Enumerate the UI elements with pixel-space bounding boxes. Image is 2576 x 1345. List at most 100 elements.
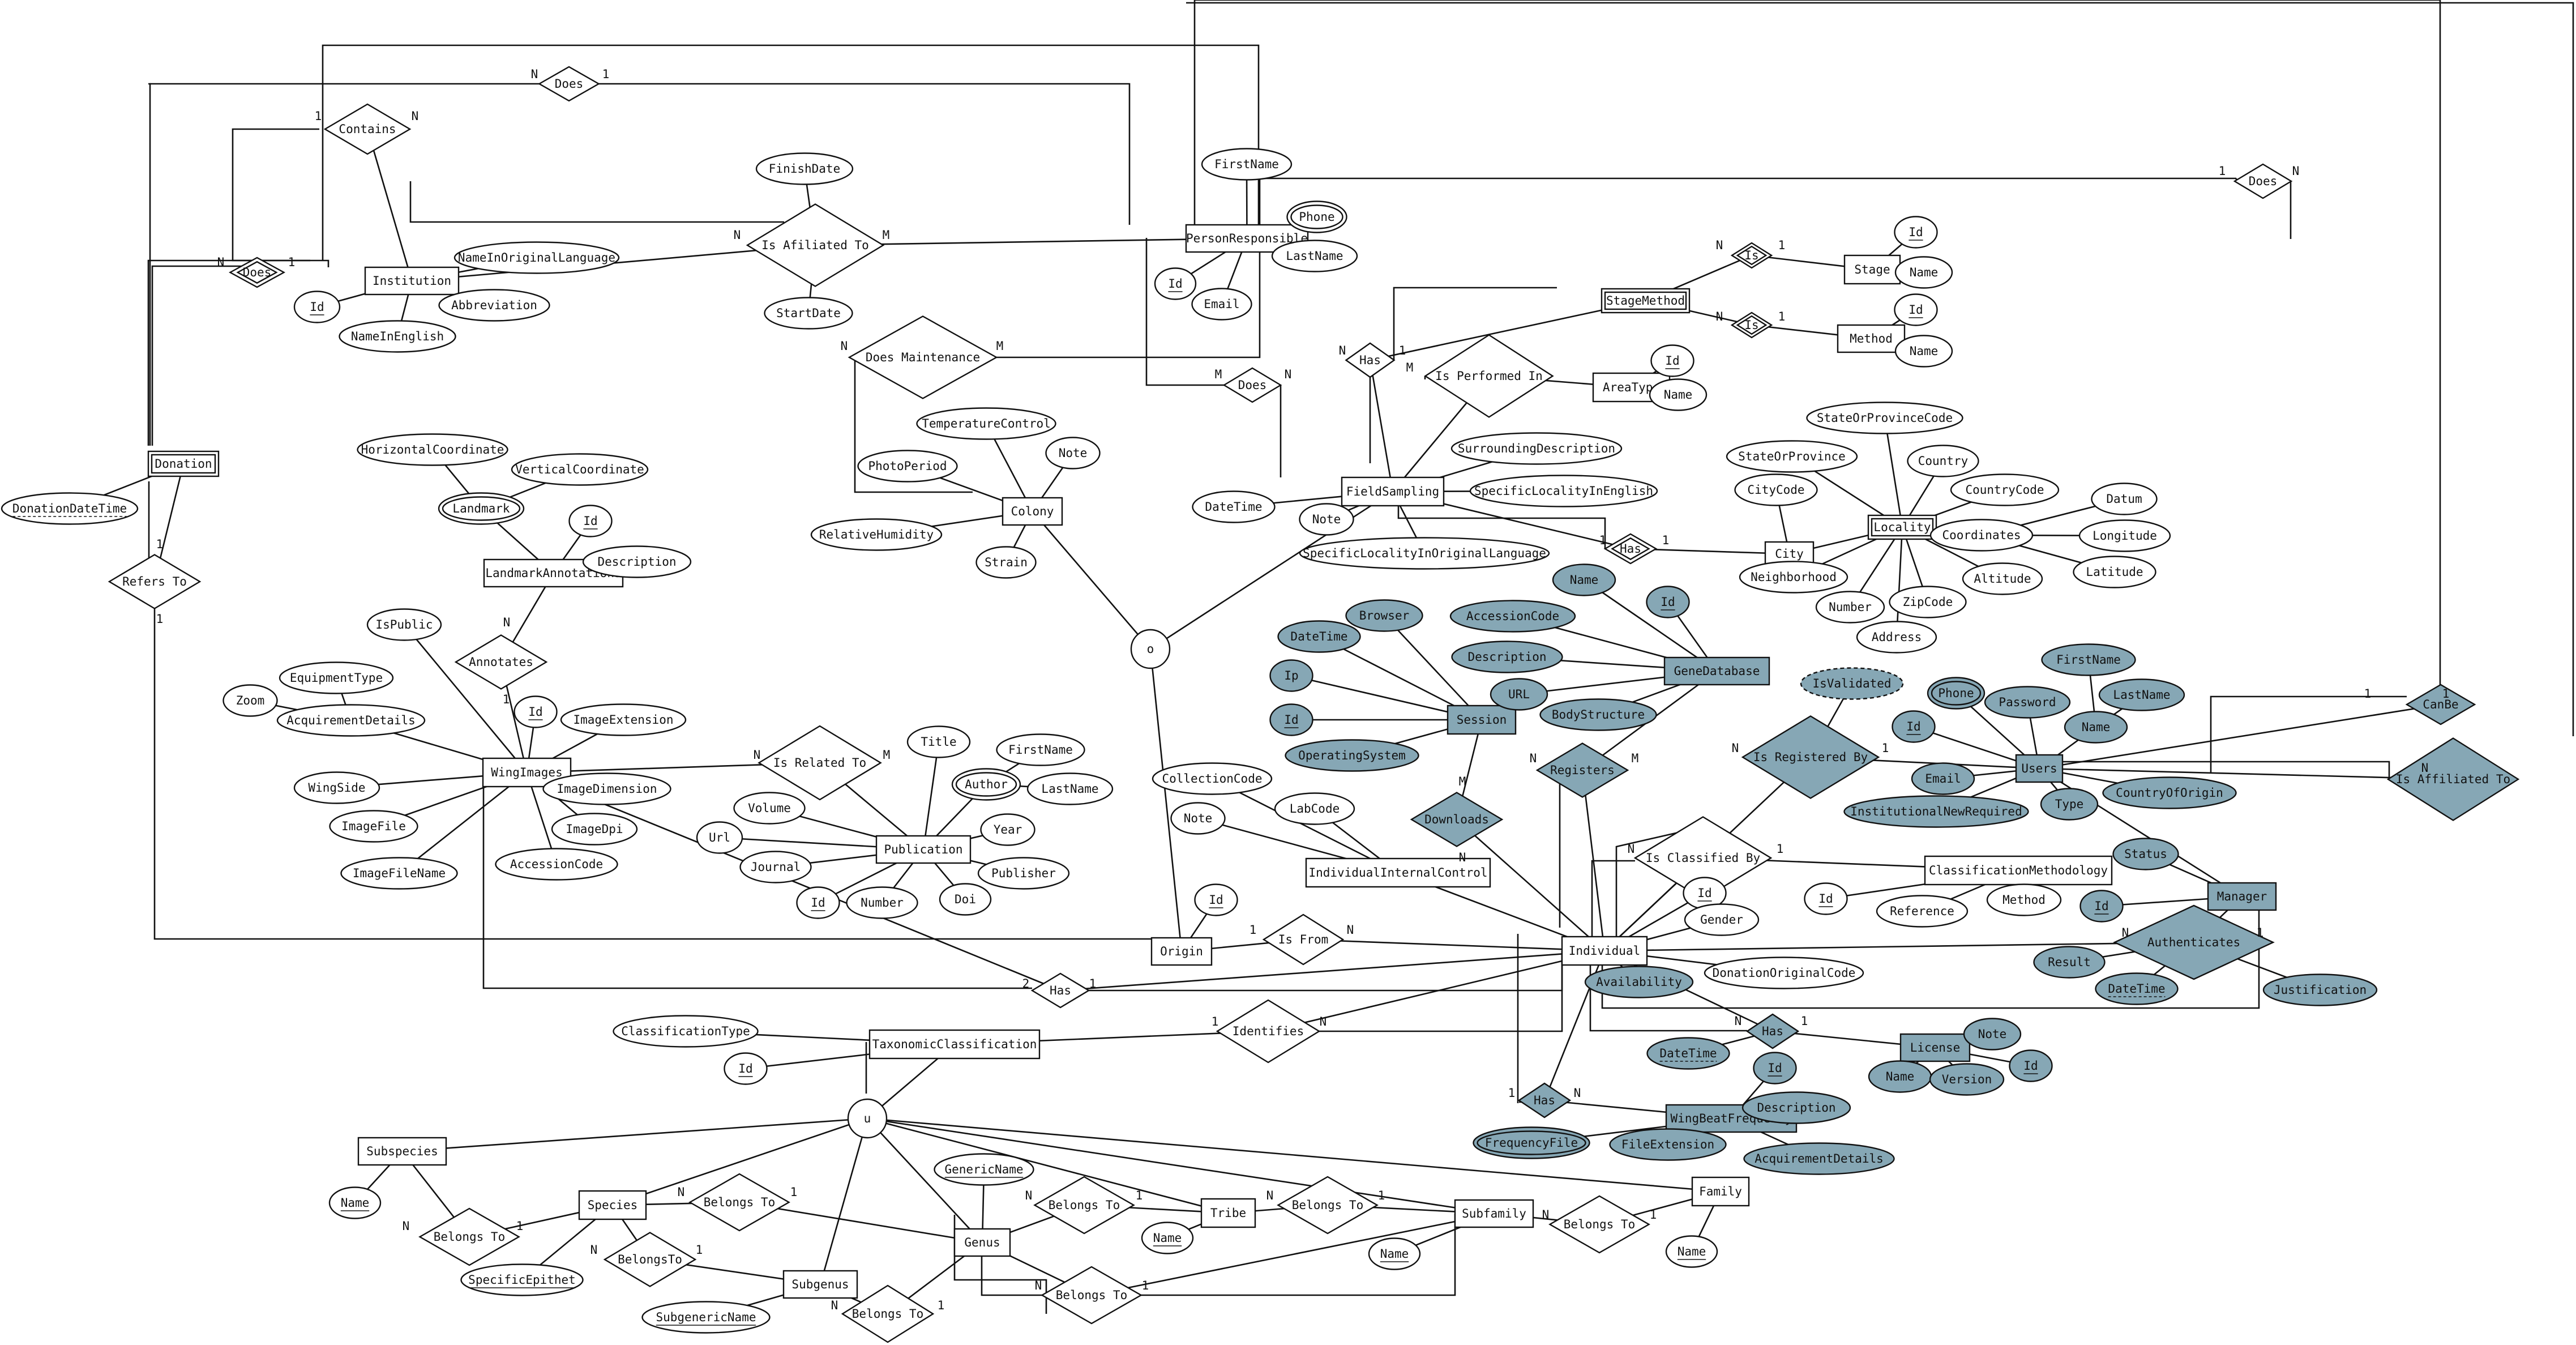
attribute-result[interactable]: Result [2033,946,2106,979]
attribute-number[interactable]: Number [1815,591,1885,624]
attribute-id[interactable]: Id [1894,293,1938,326]
attribute-wingside[interactable]: WingSide [293,771,380,804]
attribute-title[interactable]: Title [906,725,971,758]
attribute-id[interactable]: Id [1269,703,1313,736]
relationship-belongs-to[interactable]: Belongs To [418,1207,520,1266]
attribute-zoom[interactable]: Zoom [222,684,278,717]
relationship-has[interactable]: Has [1517,1082,1572,1118]
attribute-stateorprovincecode[interactable]: StateOrProvinceCode [1806,402,1963,434]
attribute-name[interactable]: Name [1894,256,1953,289]
attribute-id[interactable]: Id [568,505,613,537]
attribute-datetime[interactable]: DateTime [1192,490,1276,523]
attribute-firstname[interactable]: FirstName [1201,148,1293,181]
attribute-citycode[interactable]: CityCode [1734,473,1818,506]
relationship-is-affiliated-to[interactable]: Is Affiliated To [2386,737,2520,821]
relationship-belongs-to[interactable]: Belongs To [841,1284,935,1343]
attribute-labcode[interactable]: LabCode [1274,792,1355,825]
attribute-subgenericname[interactable]: SubgenericName [641,1301,771,1334]
relationship-contains[interactable]: Contains [323,103,412,155]
attribute-id[interactable]: Id [1154,267,1197,300]
attribute-countrycode[interactable]: CountryCode [1950,473,2060,506]
attribute-ip[interactable]: Ip [1269,659,1313,692]
attribute-note[interactable]: Note [1170,802,1226,835]
relationship-does[interactable]: Does [229,257,285,288]
attribute-name[interactable]: Name [328,1186,382,1219]
entity-tribe[interactable]: Tribe [1200,1198,1256,1228]
attribute-type[interactable]: Type [2040,788,2099,821]
attribute-journal[interactable]: Journal [739,851,812,883]
entity-stage[interactable]: Stage [1843,254,1901,285]
attribute-url[interactable]: URL [1490,678,1548,711]
relationship-is-performed-in[interactable]: Is Performed In [1424,334,1554,418]
attribute-id[interactable]: Id [724,1052,768,1085]
entity-manager[interactable]: Manager [2207,882,2277,911]
attribute-note[interactable]: Note [1045,437,1101,469]
attribute-ispublic[interactable]: IsPublic [366,608,442,641]
entity-fieldsampling[interactable]: FieldSampling [1341,476,1445,507]
attribute-acquirementdetails[interactable]: AcquirementDetails [1743,1142,1895,1175]
attribute-specificepithet[interactable]: SpecificEpithet [460,1263,584,1296]
relationship-belongs-to[interactable]: Belongs To [688,1173,790,1232]
specialization-circle[interactable]: u [847,1098,888,1139]
entity-individual[interactable]: Individual [1561,936,1648,966]
attribute-email[interactable]: Email [1911,762,1975,795]
attribute-startdate[interactable]: StartDate [764,297,853,330]
attribute-fileextension[interactable]: FileExtension [1609,1128,1727,1161]
attribute-email[interactable]: Email [1191,288,1252,321]
attribute-id[interactable]: Id [2079,890,2124,923]
attribute-name[interactable]: Name [1894,335,1953,368]
attribute-name[interactable]: Name [1665,1235,1718,1268]
relationship-is-from[interactable]: Is From [1262,913,1345,966]
relationship-is[interactable]: Is [1730,311,1773,339]
attribute-id[interactable]: Id [1194,883,1238,916]
attribute-donationdatetime[interactable]: DonationDateTime [1,492,139,525]
entity-method[interactable]: Method [1837,324,1906,353]
attribute-lastname[interactable]: LastName [2098,678,2185,711]
entity-institution[interactable]: Institution [364,266,460,296]
attribute-note[interactable]: Note [1963,1018,2022,1051]
attribute-id[interactable]: Id [2009,1049,2053,1082]
attribute-lastname[interactable]: LastName [1026,772,1114,805]
entity-genedatabase[interactable]: GeneDatabase [1663,656,1770,686]
attribute-imagedpi[interactable]: ImageDpi [551,813,638,846]
entity-subfamily[interactable]: Subfamily [1454,1199,1534,1228]
attribute-justification[interactable]: Justification [2262,973,2378,1006]
entity-users[interactable]: Users [2015,754,2064,783]
attribute-firstname[interactable]: FirstName [996,733,1085,766]
attribute-id[interactable]: Id [1894,216,1938,249]
attribute-stateorprovince[interactable]: StateOrProvince [1726,440,1858,473]
attribute-id[interactable]: Id [293,291,341,323]
attribute-imagefile[interactable]: ImageFile [329,810,418,843]
attribute-classificationtype[interactable]: ClassificationType [613,1015,759,1048]
attribute-nameinenglish[interactable]: NameInEnglish [339,320,456,353]
attribute-id[interactable]: Id [1804,882,1848,915]
attribute-relativehumidity[interactable]: RelativeHumidity [810,518,943,551]
relationship-has[interactable]: Has [1603,533,1658,565]
entity-license[interactable]: License [1899,1033,1971,1062]
attribute-method[interactable]: Method [1986,883,2062,916]
attribute-browser[interactable]: Browser [1345,599,1423,632]
attribute-isvalidated[interactable]: IsValidated [1800,667,1904,700]
attribute-surroundingdescription[interactable]: SurroundingDescription [1450,432,1623,465]
attribute-lastname[interactable]: LastName [1271,240,1358,272]
attribute-availability[interactable]: Availability [1584,966,1694,998]
attribute-operatingsystem[interactable]: OperatingSystem [1285,739,1419,772]
attribute-frequencyfile[interactable]: FrequencyFile [1473,1126,1590,1159]
entity-individualinternalcontrol[interactable]: IndividualInternalControl [1305,857,1491,888]
relationship-has[interactable]: Has [1745,1013,1800,1049]
attribute-description[interactable]: Description [1451,641,1563,673]
relationship-is-related-to[interactable]: Is Related To [758,725,882,801]
relationship-authenticates[interactable]: Authenticates [2113,904,2275,980]
attribute-imagedimension[interactable]: ImageDimension [542,772,671,805]
attribute-id[interactable]: Id [1646,586,1690,618]
attribute-phone[interactable]: Phone [1927,677,1986,710]
attribute-address[interactable]: Address [1856,621,1937,654]
attribute-finishdate[interactable]: FinishDate [755,152,854,185]
relationship-registers[interactable]: Registers [1535,742,1629,798]
attribute-landmark[interactable]: Landmark [438,492,525,525]
relationship-belongs-to[interactable]: Belongs To [1033,1176,1135,1235]
attribute-imageextension[interactable]: ImageExtension [560,703,687,736]
relationship-identifies[interactable]: Identifies [1216,999,1321,1064]
entity-colony[interactable]: Colony [1002,497,1063,526]
attribute-name[interactable]: Name [1141,1222,1194,1254]
